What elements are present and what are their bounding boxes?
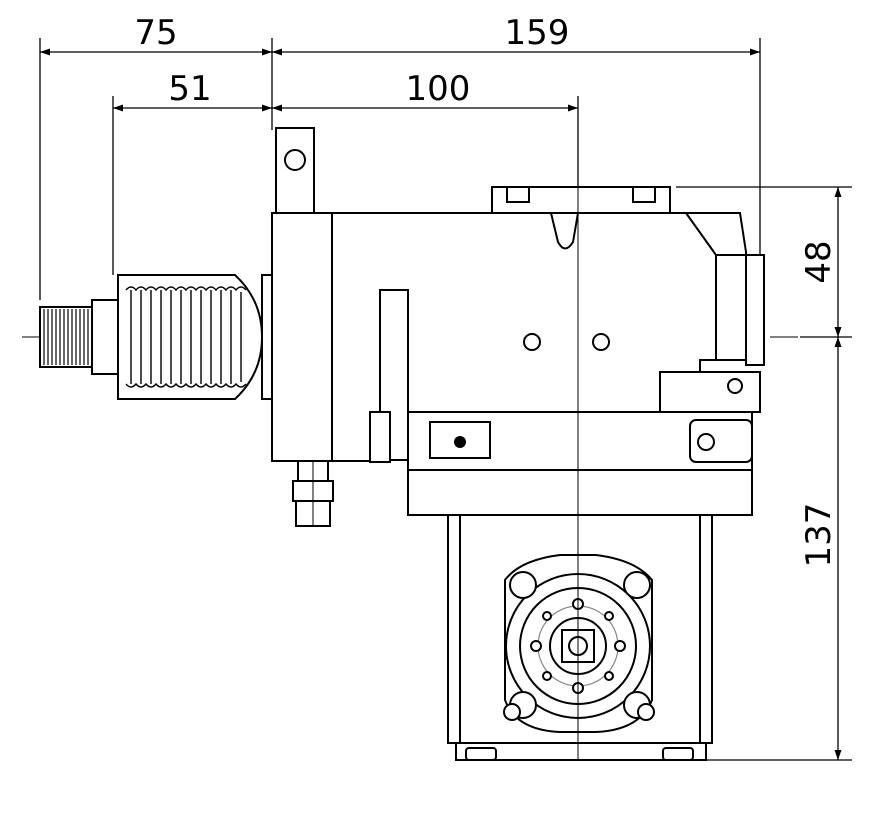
dim-label-75: 75 — [134, 13, 177, 53]
tool-holder-body — [39, 127, 765, 761]
dim-label-51: 51 — [168, 69, 211, 109]
dim-label-137: 137 — [799, 503, 839, 568]
dim-label-159: 159 — [505, 13, 570, 53]
mounting-flange — [261, 127, 333, 462]
main-housing — [331, 212, 765, 463]
top-clamp-block — [491, 186, 671, 214]
threaded-shank — [117, 274, 264, 400]
spline-shaft — [39, 299, 119, 375]
dimension-labels: 75 159 51 100 48 137 — [134, 13, 839, 567]
output-spindle — [503, 554, 655, 733]
mid-ring — [407, 371, 761, 471]
coolant-fitting — [292, 460, 334, 527]
dim-label-48: 48 — [799, 240, 839, 283]
dim-label-100: 100 — [406, 69, 471, 109]
